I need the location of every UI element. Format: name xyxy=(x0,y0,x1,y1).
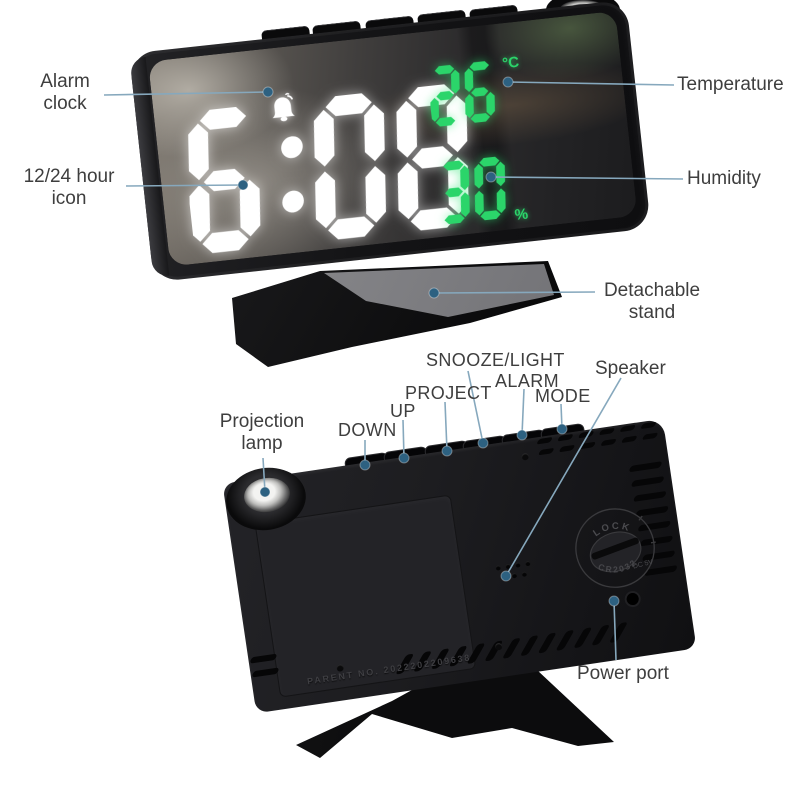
vent-slot xyxy=(630,476,665,488)
mirror-led-display: °C % xyxy=(148,10,638,267)
vent-slot xyxy=(249,653,278,664)
vent-slot xyxy=(577,430,595,439)
vent-slot xyxy=(591,624,611,646)
vent-slot xyxy=(628,461,663,473)
vent-slot xyxy=(521,571,527,578)
vent-slot xyxy=(511,572,517,579)
vent-slot xyxy=(251,667,280,678)
vent-slot xyxy=(494,565,501,571)
vent-slot xyxy=(524,560,531,567)
battery-compartment: LOCK CR2032 xyxy=(575,508,656,588)
label-mode: MODE xyxy=(535,386,591,406)
label-project: PROJECT xyxy=(405,383,492,403)
vent-slot xyxy=(537,447,555,456)
screw xyxy=(521,452,530,461)
vent-slot xyxy=(639,421,657,430)
vent-slot xyxy=(519,635,539,657)
vent-slot xyxy=(555,629,575,651)
speaker-holes xyxy=(494,560,532,581)
label-temperature: Temperature xyxy=(677,74,784,95)
vent-slot xyxy=(536,436,554,445)
alarm-clock-front: °C % xyxy=(129,0,651,283)
left-vent-grille xyxy=(249,653,280,678)
humidity-display xyxy=(443,156,506,225)
vent-slot xyxy=(620,435,638,444)
time-display xyxy=(188,84,469,254)
vent-slot xyxy=(501,637,522,659)
vent-slot xyxy=(600,438,618,447)
vent-slot xyxy=(501,574,507,580)
vent-slot xyxy=(598,427,616,436)
temperature-display xyxy=(430,61,495,127)
humidity-unit: % xyxy=(513,205,529,224)
label-power-port: Power port xyxy=(577,663,669,684)
vent-slot xyxy=(573,627,593,649)
vent-slot xyxy=(619,424,637,433)
vent-slot xyxy=(579,441,597,450)
label-detachable-stand: Detachable stand xyxy=(603,280,701,324)
label-humidity: Humidity xyxy=(687,168,761,189)
temperature-unit: °C xyxy=(501,53,520,73)
vent-slot xyxy=(504,563,511,570)
label-down: DOWN xyxy=(338,420,397,440)
label-hour-icon: 12/24 hour icon xyxy=(23,166,115,210)
label-alarm-clock: Alarm clock xyxy=(40,71,90,115)
label-up: UP xyxy=(390,401,416,421)
vent-slot xyxy=(514,562,521,568)
label-snooze-light: SNOOZE/LIGHT xyxy=(426,350,565,370)
vent-slot xyxy=(556,433,574,442)
label-projection-lamp: Projection lamp xyxy=(219,411,305,455)
vent-slot xyxy=(537,632,557,654)
power-port xyxy=(625,592,640,606)
vent-slot xyxy=(608,621,629,644)
alarm-bell-icon xyxy=(272,93,296,122)
vent-slot xyxy=(641,432,659,441)
vent-slot xyxy=(558,444,576,453)
label-speaker: Speaker xyxy=(595,358,666,379)
